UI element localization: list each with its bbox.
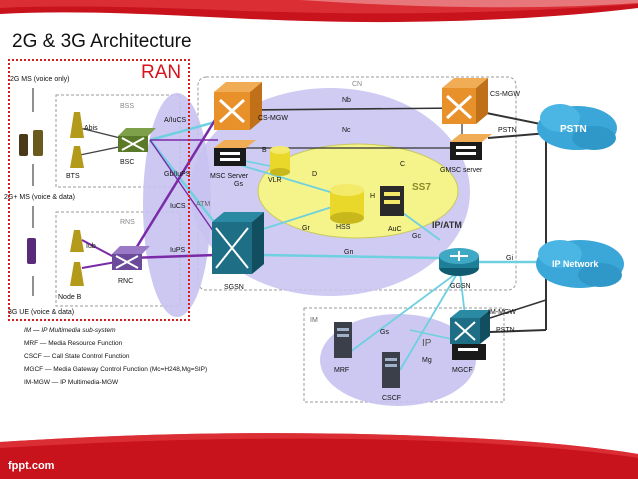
c-label: C [400, 161, 405, 168]
rns-label: RNS [120, 219, 135, 226]
bsc-label: BSC [120, 159, 134, 166]
atm-small-label: ATM [196, 201, 210, 208]
gb-iups-label: Gb/IuPS [164, 171, 191, 178]
rnc-label: RNC [118, 278, 133, 285]
pstn-1-label: PSTN [498, 127, 517, 134]
mrf-label: MRF [334, 367, 349, 374]
header-band [0, 0, 638, 30]
cs-mgw-1-label: CS-MGW [258, 115, 288, 122]
mg-label: Mg [422, 357, 432, 364]
mobile-phone-icon [19, 130, 43, 264]
gi-label: Gi [506, 255, 513, 262]
gs-2-label: Gs [380, 329, 389, 336]
gs-1-label: Gs [234, 181, 243, 188]
im-region [303, 307, 505, 403]
cs-mgw-router-icon [214, 82, 262, 130]
gc-label: Gc [412, 233, 421, 240]
sgsn-switch-icon [212, 212, 264, 274]
rnc-switch-icon [112, 246, 150, 270]
ip-network-label: IP Network [552, 259, 599, 269]
ip-atm-label: IP/ATM [432, 220, 462, 230]
cs-mgw-2-router-icon [442, 78, 488, 124]
legend-item: IM-MGW — IP Multimedia-MGW [24, 379, 119, 386]
iub-label: Iub [86, 243, 96, 250]
pstn-cloud-label: PSTN [560, 124, 587, 135]
msc-server-icon [214, 140, 256, 166]
im-mgw-label: IM-MGW [488, 309, 516, 316]
ggsn-label: GGSN [450, 283, 471, 290]
ue-3g-label: 3G UE (voice & data) [8, 309, 74, 316]
iucs-label: IuCS [170, 203, 186, 210]
atm-access-ellipse [143, 93, 211, 317]
hss-label: HSS [336, 224, 351, 231]
abis-label: Abis [84, 125, 98, 132]
h-label: H [370, 193, 375, 200]
hss-database-icon [330, 184, 364, 224]
cscf-server-icon [382, 352, 400, 388]
legend-item: MRF — Media Resource Function [24, 340, 123, 347]
node-b-label: Node B [58, 294, 82, 301]
footer-band [0, 433, 638, 479]
sgsn-label: SGSN [224, 284, 244, 291]
gmsc-server-label: GMSC server [440, 167, 483, 174]
msc-server-label: MSC Server [210, 173, 249, 180]
cn-label: CN [352, 81, 362, 88]
ss7-label: SS7 [412, 182, 431, 193]
bsc-switch-icon [118, 128, 156, 152]
bts-label: BTS [66, 173, 80, 180]
vlr-database-icon [270, 146, 290, 176]
legend-item: CSCF — Call State Control Function [24, 353, 130, 360]
pstn-2-label: PSTN [496, 327, 515, 334]
d-label: D [312, 171, 317, 178]
im-mgw-switch-icon [450, 310, 490, 344]
mgcf-label: MGCF [452, 367, 473, 374]
im-label: IM [310, 317, 318, 324]
mrf-server-icon [334, 322, 352, 358]
node-b-antenna-icon [70, 230, 84, 286]
slide-title: 2G & 3G Architecture [12, 31, 192, 52]
gr-label: Gr [302, 225, 310, 232]
ip-label: IP [422, 338, 432, 349]
legend-item: MGCF — Media Gateway Control Function (M… [24, 366, 207, 373]
iups-label: IuPS [170, 247, 186, 254]
pstn-cloud [537, 104, 617, 150]
vlr-label: VLR [268, 177, 282, 184]
footer-brand: fppt.com [8, 460, 55, 472]
ms-25g-label: 2G+ MS (voice & data) [4, 194, 75, 201]
bss-label: BSS [120, 103, 134, 110]
nb-label: Nb [342, 97, 351, 104]
mgcf-server-icon [452, 344, 486, 360]
ip-network-cloud [536, 240, 624, 288]
ran-highlight-box [8, 59, 190, 321]
bts-antenna-icon [70, 112, 84, 168]
ggsn-router-icon [439, 248, 479, 276]
legend-item: IM — IP Multimedia sub-system [24, 327, 116, 334]
ran-label: RAN [141, 62, 182, 83]
auc-label: AuC [388, 226, 402, 233]
nc-label: Nc [342, 127, 351, 134]
cscf-label: CSCF [382, 395, 401, 402]
gmsc-server-icon [450, 134, 492, 160]
cs-mgw-2-label: CS-MGW [490, 91, 520, 98]
gn-label: Gn [344, 249, 353, 256]
auc-server-icon [380, 186, 404, 216]
b-label: B [262, 147, 267, 154]
ms-2g-label: 2G MS (voice only) [10, 76, 70, 83]
a-iucs-label: A/IuCS [164, 117, 187, 124]
